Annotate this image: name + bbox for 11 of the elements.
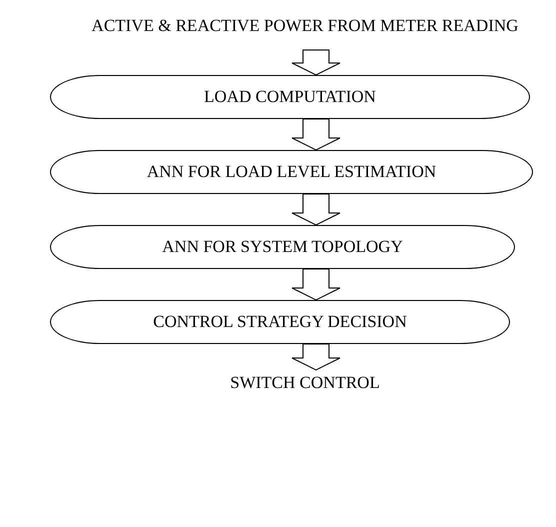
process-label: ANN FOR LOAD LEVEL ESTIMATION (146, 161, 436, 183)
process-label: CONTROL STRATEGY DECISION (153, 311, 407, 333)
block-arrow (292, 194, 340, 226)
block-arrow (292, 344, 340, 371)
process-label: ANN FOR SYSTEM TOPOLOGY (162, 236, 403, 258)
block-arrow (292, 118, 340, 151)
block-arrow (292, 268, 340, 301)
flow-text: ACTIVE & REACTIVE POWER FROM METER READING (92, 15, 518, 37)
process-label: LOAD COMPUTATION (204, 86, 376, 108)
flow-text: SWITCH CONTROL (230, 372, 380, 394)
block-arrow (292, 50, 340, 76)
